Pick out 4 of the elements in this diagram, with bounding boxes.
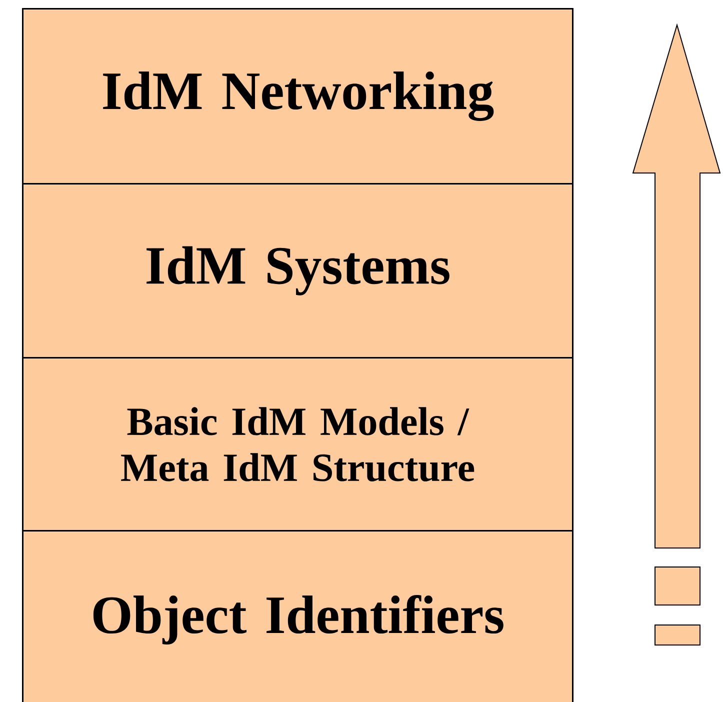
layer-box: IdM Systems bbox=[22, 183, 574, 358]
layer-box: Basic IdM Models / Meta IdM Structure bbox=[22, 357, 574, 532]
layer-box: Object Identifiers bbox=[22, 530, 574, 702]
layer-box: IdM Networking bbox=[22, 8, 574, 184]
